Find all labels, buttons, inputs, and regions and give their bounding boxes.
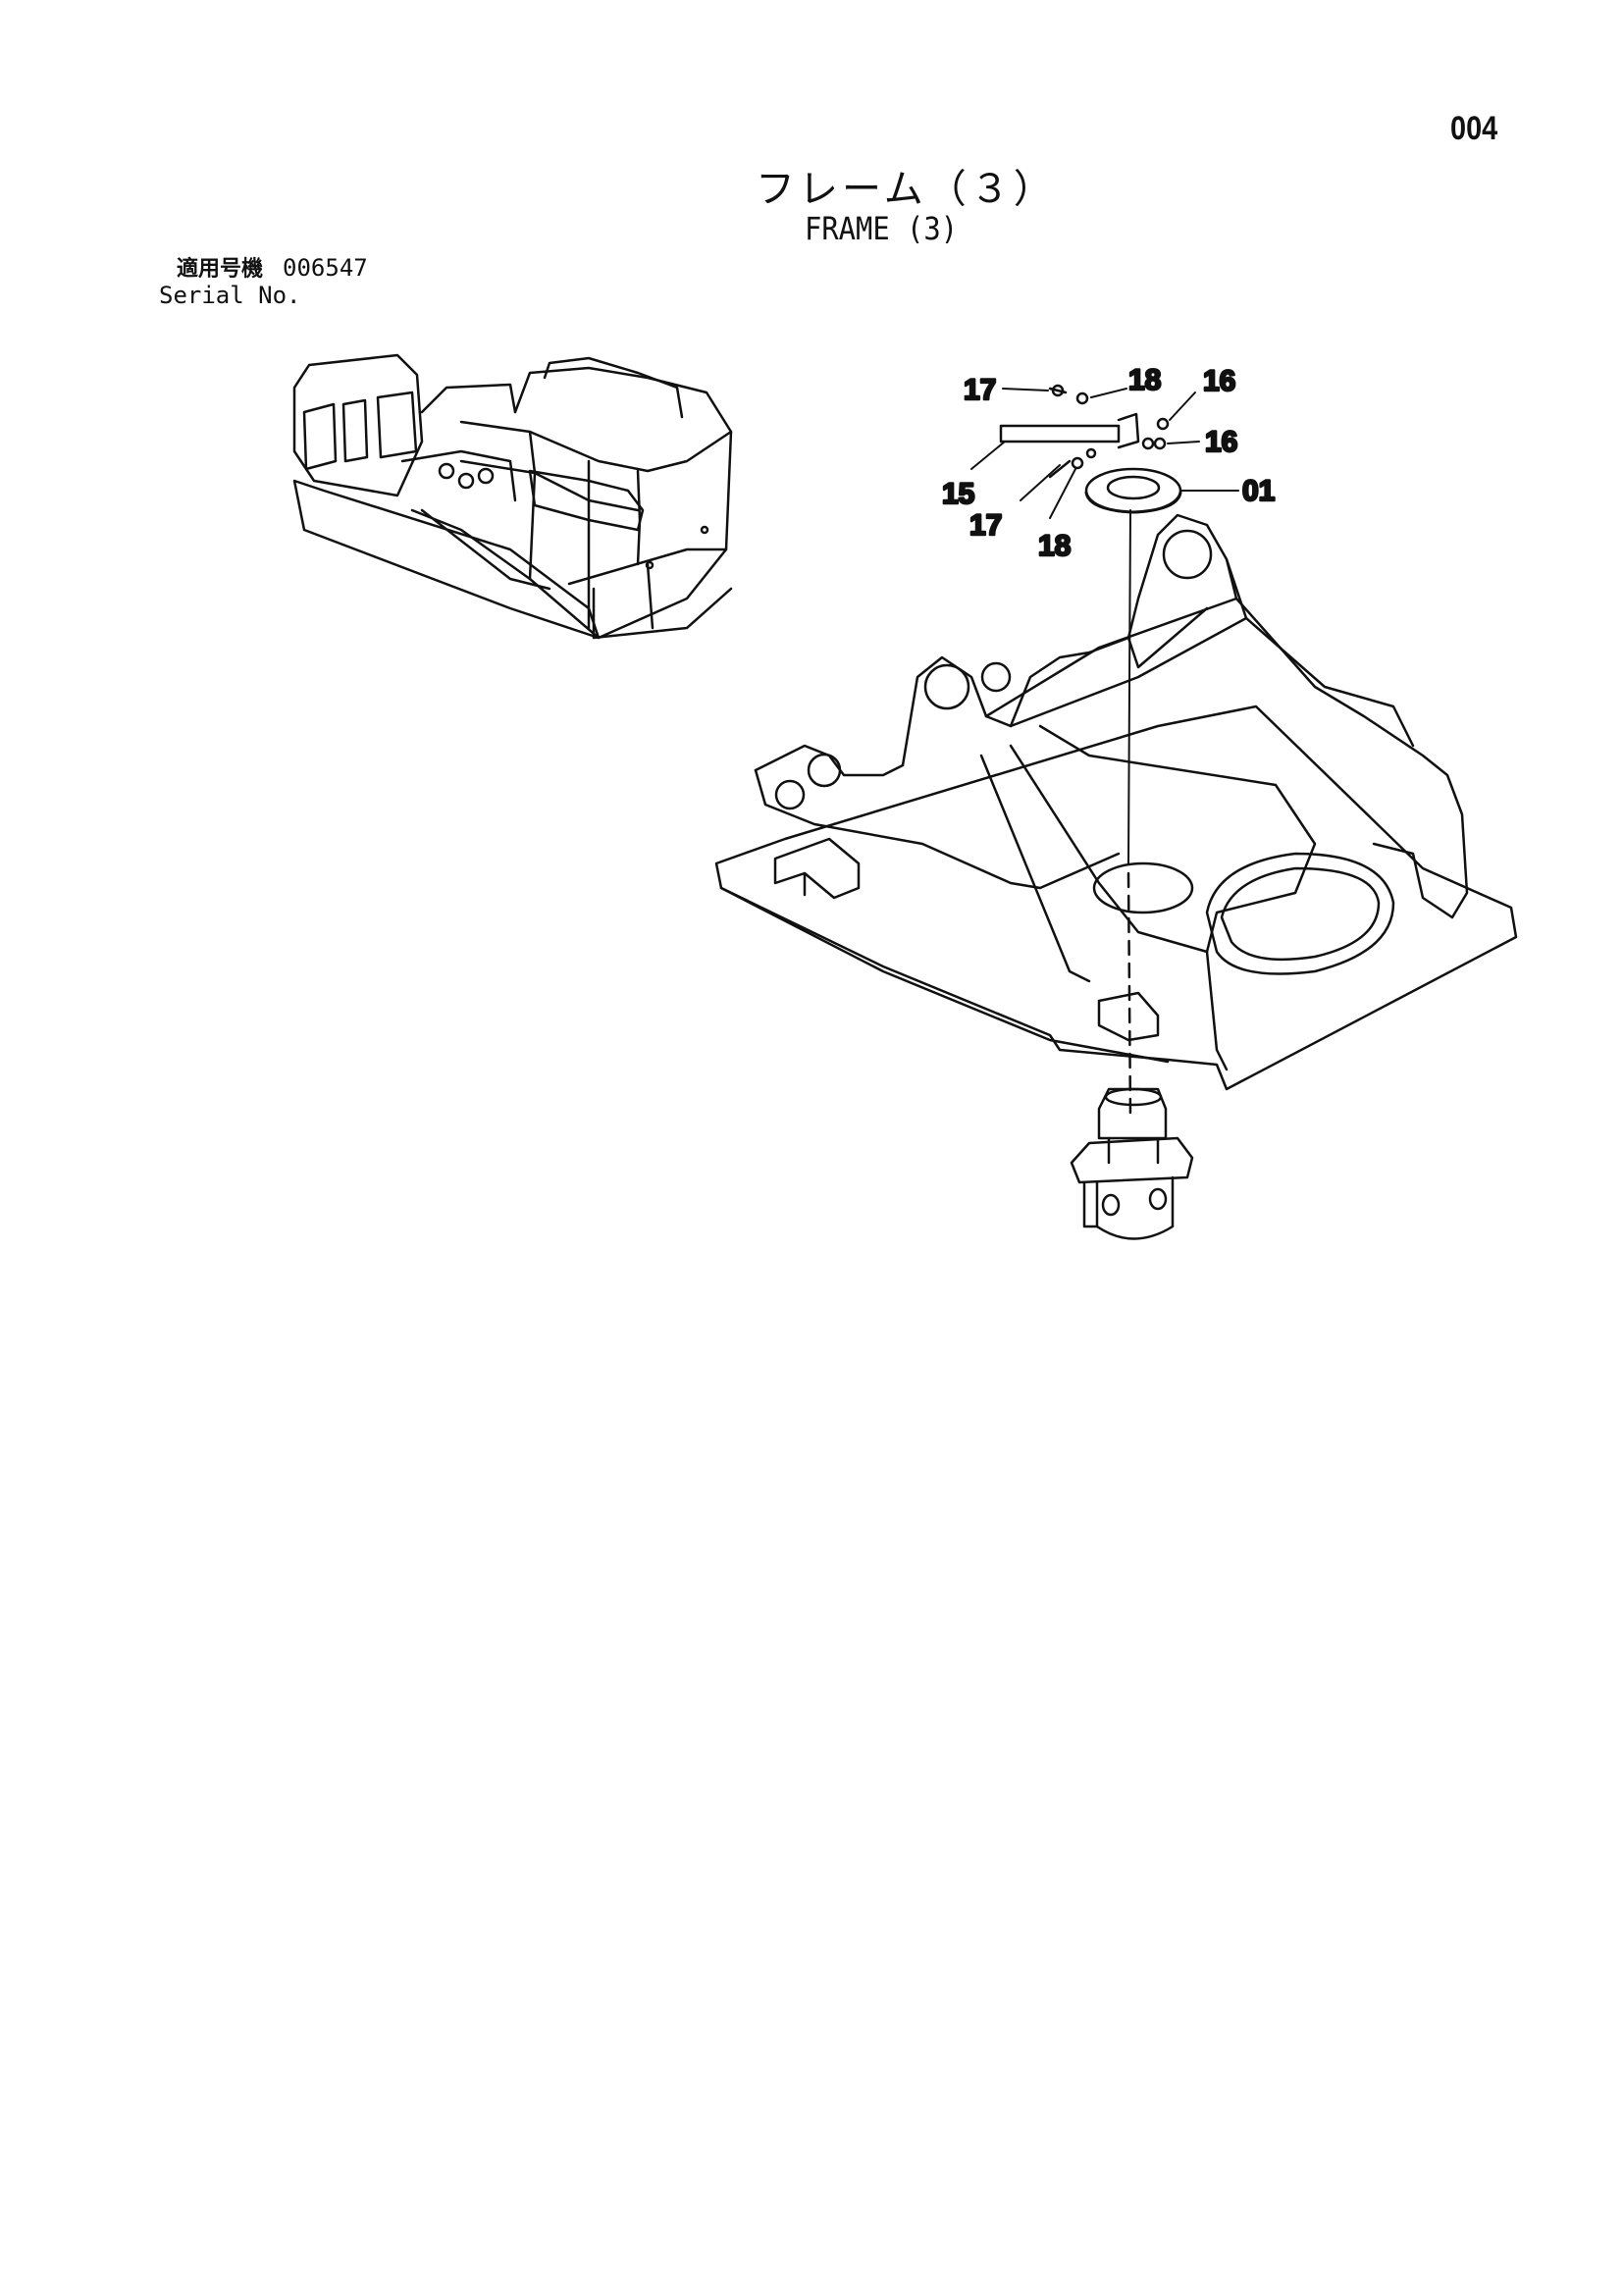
frame-illustration bbox=[714, 513, 1518, 1091]
serial-value: 006547 bbox=[283, 254, 368, 282]
excavator-overview-illustration bbox=[292, 353, 733, 640]
serial-label-en: Serial No. bbox=[159, 282, 301, 309]
callout-18-upper: 18 bbox=[1128, 364, 1161, 396]
page-number: 004 bbox=[1450, 110, 1498, 147]
serial-label-jp: 適用号機 bbox=[177, 257, 264, 282]
callout-01: 01 bbox=[1242, 475, 1275, 507]
callout-17-upper: 17 bbox=[964, 374, 996, 406]
callout-16-lower: 16 bbox=[1205, 426, 1237, 458]
title-japanese: フレーム（３） bbox=[756, 167, 1057, 212]
title-english: FRAME (3) bbox=[805, 210, 959, 247]
fastener-symbols bbox=[1048, 384, 1170, 479]
ring-part-01 bbox=[1084, 467, 1182, 514]
callout-leader-lines bbox=[970, 388, 1239, 519]
swivel-joint-illustration bbox=[1070, 1087, 1194, 1240]
serial-block: 適用号機 006547 Serial No. bbox=[159, 255, 368, 308]
bracket-part-15 bbox=[999, 412, 1140, 449]
callout-17-lower: 17 bbox=[969, 509, 1002, 542]
callout-15: 15 bbox=[942, 478, 974, 510]
callout-16-upper: 16 bbox=[1203, 365, 1235, 397]
callout-18-lower: 18 bbox=[1038, 530, 1071, 562]
